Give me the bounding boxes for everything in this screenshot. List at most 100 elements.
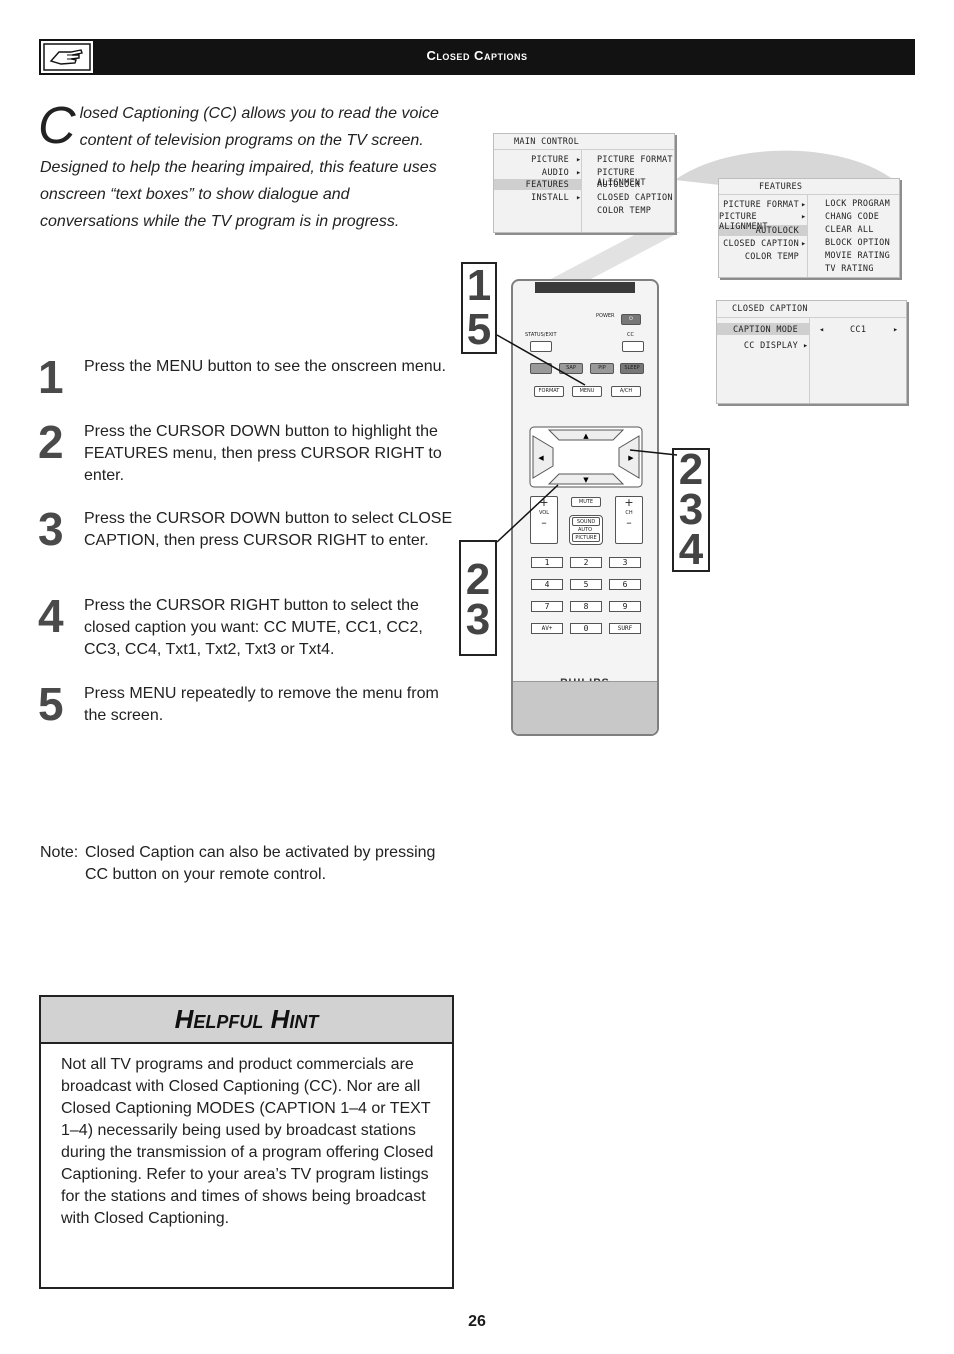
- remote-button[interactable]: [530, 363, 552, 374]
- surf-key[interactable]: SURF: [609, 623, 641, 634]
- sound-picture-group: SOUND AUTO PICTURE: [569, 515, 603, 545]
- auto-label: AUTO: [578, 527, 593, 533]
- remote-control: POWER ⏻ STATUS/EXIT CC SAP PIP SLEEP FOR…: [511, 279, 659, 736]
- menu-item[interactable]: CAPTION MODE: [732, 325, 798, 335]
- pointing-hand-icon: [39, 39, 95, 75]
- svg-text:▲: ▲: [583, 432, 589, 440]
- vol-label: VOL: [538, 510, 550, 516]
- key-2[interactable]: 2: [570, 557, 602, 568]
- callout-steps-2-3: 2 3: [459, 540, 497, 656]
- key-1[interactable]: 1: [531, 557, 563, 568]
- menu-item[interactable]: PICTURE ALIGNMENT: [719, 212, 768, 232]
- features-menu: FEATURES PICTURE FORMAT PICTURE ALIGNMEN…: [718, 178, 900, 278]
- submenu-item: PICTURE ALIGNMENT: [597, 168, 646, 188]
- arrow-right-icon[interactable]: ▸: [893, 325, 899, 335]
- svg-text:▼: ▼: [583, 476, 589, 484]
- key-4[interactable]: 4: [531, 579, 563, 590]
- menu-item[interactable]: PICTURE: [531, 155, 569, 165]
- submenu-item: LOCK PROGRAM: [825, 199, 891, 209]
- callout-steps-1-5: 1 5: [461, 262, 497, 354]
- submenu-item: CLEAR ALL: [825, 225, 874, 235]
- hint-text: Not all TV programs and product commerci…: [61, 1056, 434, 1227]
- caption-mode-value: CC1: [850, 325, 867, 335]
- note-text: Closed Caption can also be activated by …: [85, 844, 436, 883]
- arrow-right-icon: ▸: [576, 193, 582, 203]
- step-text: Press the CURSOR DOWN button to highligh…: [84, 423, 442, 484]
- divider: [581, 149, 582, 232]
- volume-rocker[interactable]: + VOL –: [530, 496, 558, 544]
- menu-title: CLOSED CAPTION: [732, 304, 808, 314]
- key-6[interactable]: 6: [609, 579, 641, 590]
- step-text: Press the CURSOR RIGHT button to select …: [84, 597, 423, 658]
- key-9[interactable]: 9: [609, 601, 641, 612]
- highlight-bar: [717, 323, 809, 335]
- menu-button[interactable]: MENU: [572, 386, 602, 397]
- submenu-item: BLOCK OPTION: [825, 238, 891, 248]
- intro-text: losed Captioning (CC) allows you to read…: [40, 105, 439, 230]
- power-button[interactable]: ⏻: [621, 314, 641, 325]
- step-number: 1: [38, 351, 64, 403]
- step-number: 3: [38, 503, 64, 555]
- hint-title: Helpful Hint: [174, 1004, 319, 1034]
- mute-button[interactable]: MUTE: [571, 497, 601, 507]
- status-exit-label: STATUS/EXIT: [525, 332, 557, 338]
- pip-button[interactable]: PIP: [590, 363, 614, 374]
- cc-button[interactable]: [622, 341, 644, 352]
- key-0[interactable]: 0: [570, 623, 602, 634]
- menu-title: FEATURES: [759, 182, 803, 192]
- key-5[interactable]: 5: [570, 579, 602, 590]
- menu-item[interactable]: PICTURE FORMAT: [723, 200, 799, 210]
- sound-button[interactable]: SOUND: [572, 517, 600, 526]
- menu-item[interactable]: FEATURES: [525, 180, 569, 190]
- step-text: Press the MENU button to see the onscree…: [84, 358, 446, 375]
- key-8[interactable]: 8: [570, 601, 602, 612]
- menu-item[interactable]: AUDIO: [541, 168, 569, 178]
- highlight-bar: [719, 225, 807, 236]
- format-button[interactable]: FORMAT: [534, 386, 564, 397]
- intro-paragraph: C losed Captioning (CC) allows you to re…: [38, 97, 450, 235]
- ch-label: CH: [625, 510, 633, 516]
- menu-title: MAIN CONTROL: [514, 137, 580, 147]
- dropcap: C: [38, 97, 76, 155]
- divider: [494, 149, 674, 150]
- sleep-button[interactable]: SLEEP: [620, 363, 644, 374]
- menu-item[interactable]: INSTALL: [531, 193, 569, 203]
- key-7[interactable]: 7: [531, 601, 563, 612]
- submenu-item: MOVIE RATING: [825, 251, 891, 261]
- arrow-right-icon: ▸: [801, 200, 807, 210]
- key-3[interactable]: 3: [609, 557, 641, 568]
- page-title: Closed Captions: [426, 48, 528, 63]
- sap-button[interactable]: SAP: [559, 363, 583, 374]
- svg-text:◀: ◀: [538, 454, 544, 462]
- note-label: Note:: [40, 844, 79, 861]
- arrow-left-icon[interactable]: ◂: [819, 325, 825, 335]
- callout-steps-2-3-4: 2 3 4: [672, 448, 710, 572]
- arrow-right-icon: ▸: [803, 341, 809, 351]
- cursor-pad[interactable]: ▲ ▼ ◀ ▶: [529, 426, 643, 488]
- arrow-right-icon: ▸: [576, 168, 582, 178]
- submenu-item: CHANG CODE: [825, 212, 880, 222]
- divider: [807, 194, 808, 277]
- step-text: Press MENU repeatedly to remove the menu…: [84, 685, 439, 724]
- page-number: 26: [468, 1313, 486, 1330]
- submenu-item: AUTOLOCK: [597, 180, 641, 190]
- menu-item[interactable]: AUTOLOCK: [755, 226, 799, 236]
- picture-button[interactable]: PICTURE: [572, 533, 600, 542]
- menu-item[interactable]: COLOR TEMP: [744, 252, 799, 262]
- divider: [717, 317, 906, 318]
- closed-caption-menu: CLOSED CAPTION CAPTION MODE CC DISPLAY ▸…: [716, 300, 907, 404]
- svg-text:▶: ▶: [628, 454, 634, 462]
- highlight-bar: [494, 179, 581, 190]
- av-plus-key[interactable]: AV+: [531, 623, 563, 634]
- menu-item[interactable]: CLOSED CAPTION: [723, 239, 799, 249]
- submenu-item: CLOSED CAPTION: [597, 193, 673, 203]
- ach-button[interactable]: A/CH: [611, 386, 641, 397]
- divider: [719, 194, 899, 195]
- cc-label: CC: [627, 332, 634, 338]
- status-exit-button[interactable]: [530, 341, 552, 352]
- step-text: Press the CURSOR DOWN button to select C…: [84, 510, 453, 549]
- menu-item[interactable]: CC DISPLAY: [743, 341, 798, 351]
- channel-rocker[interactable]: + CH –: [615, 496, 643, 544]
- hint-header: Helpful Hint: [41, 997, 452, 1044]
- helpful-hint-box: Helpful Hint Not all TV programs and pro…: [39, 995, 454, 1289]
